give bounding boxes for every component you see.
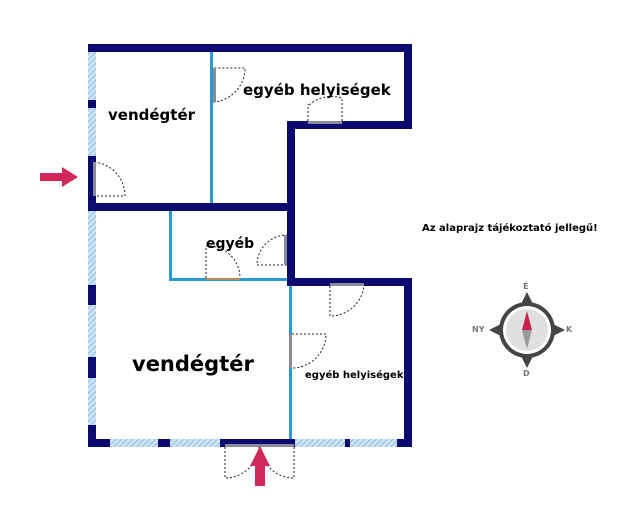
compass-west-label: NY xyxy=(472,325,485,334)
compass-icon xyxy=(489,292,565,368)
exterior-walls xyxy=(88,44,412,447)
room-label-other-rooms-bottom: egyéb helyiségek xyxy=(305,370,404,381)
room-label-guest-area-top: vendégtér xyxy=(108,106,196,124)
door-leaves xyxy=(93,68,364,447)
windows xyxy=(88,52,397,447)
compass-north-label: É xyxy=(523,282,529,291)
room-label-other-rooms-top: egyéb helyiségek xyxy=(243,81,391,99)
entrance-arrow-bottom xyxy=(250,446,270,486)
doors xyxy=(92,67,365,479)
compass-south-label: D xyxy=(523,369,530,378)
compass-east-label: K xyxy=(566,325,573,334)
entrance-arrow-left xyxy=(40,167,78,187)
disclaimer-note: Az alaprajz tájékoztató jellegű! xyxy=(422,223,598,234)
room-label-other-middle: egyéb xyxy=(206,236,255,252)
room-label-guest-area-main: vendégtér xyxy=(132,352,254,376)
